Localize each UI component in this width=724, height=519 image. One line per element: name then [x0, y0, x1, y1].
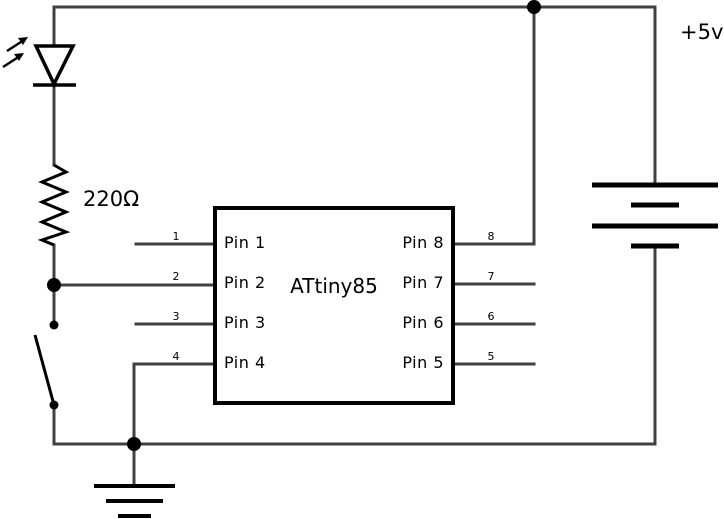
pin-label-1: Pin 1 — [224, 233, 266, 252]
supply-label: +5v — [680, 20, 723, 44]
chip-name: ATtiny85 — [290, 274, 378, 298]
pin-label-6: Pin 6 — [402, 313, 444, 332]
wire-pin8-to-supply — [453, 5, 536, 246]
pin-label-4: Pin 4 — [224, 353, 266, 372]
chip-body — [213, 206, 455, 405]
junction-dot-supply — [527, 0, 541, 14]
light-emission-arrows-icon — [2, 37, 28, 69]
pin-number-2: 2 — [173, 270, 180, 283]
junction-dot-pin2 — [47, 278, 61, 292]
pin-label-2: Pin 2 — [224, 273, 266, 292]
resistor-icon — [37, 163, 71, 247]
pin-number-1: 1 — [173, 230, 180, 243]
junction-dot-ground — [127, 437, 141, 451]
wire-switch-to-ground — [52, 245, 657, 446]
pin-number-8: 8 — [488, 230, 495, 243]
ground-icon — [94, 484, 175, 518]
pin-number-6: 6 — [488, 310, 495, 323]
wires — [52, 5, 657, 488]
pin-label-5: Pin 5 — [402, 353, 444, 372]
battery-icon — [592, 182, 718, 249]
led-icon — [2, 37, 76, 88]
pin-stubs — [134, 242, 536, 366]
switch-contact-top — [49, 320, 59, 330]
pin-number-5: 5 — [488, 350, 495, 363]
resistor-label: 220Ω — [83, 187, 139, 211]
pin-numbers: 1 2 3 4 5 6 7 8 — [173, 230, 495, 363]
pin-number-4: 4 — [173, 350, 180, 363]
attiny85-chip: ATtiny85 Pin 1 Pin 2 Pin 3 Pin 4 Pin 5 P… — [213, 206, 455, 405]
pin-label-8: Pin 8 — [402, 233, 444, 252]
pin-label-3: Pin 3 — [224, 313, 266, 332]
pin-label-7: Pin 7 — [402, 273, 444, 292]
wire-pin4-to-ground — [132, 362, 217, 488]
switch-lever — [33, 334, 56, 406]
switch-icon[interactable] — [33, 320, 59, 410]
pin-number-3: 3 — [173, 310, 180, 323]
wire-top-rail — [52, 5, 657, 187]
pin-number-7: 7 — [488, 270, 495, 283]
